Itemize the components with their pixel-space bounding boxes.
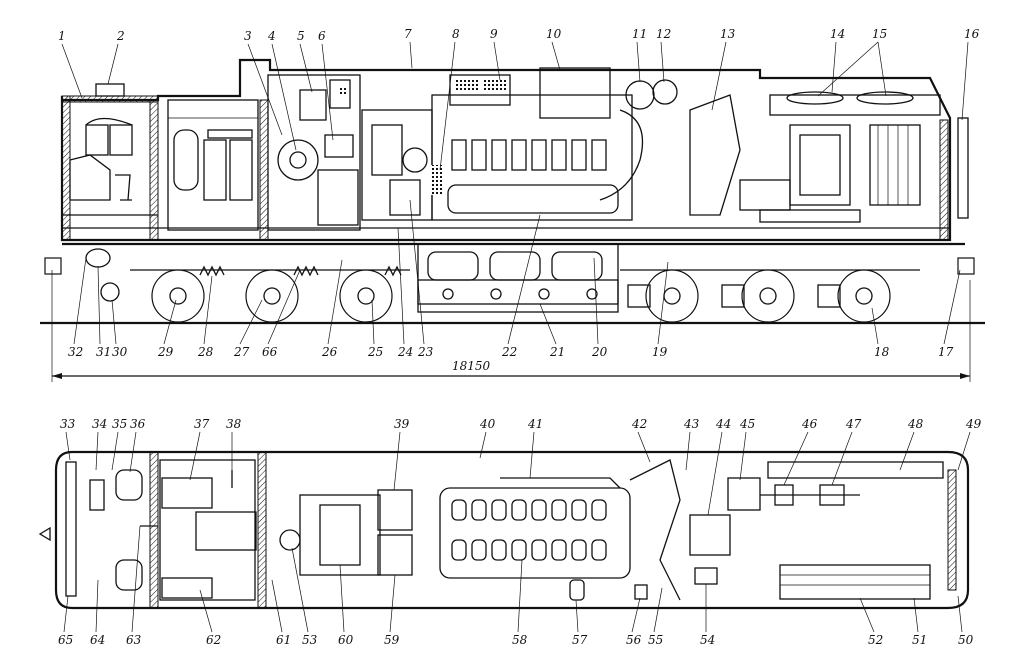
side-bottom-callouts: 32 31 30 29 28 27 66 26 25 24 23 22 21 bbox=[68, 199, 961, 359]
callout-29: 29 bbox=[157, 345, 174, 359]
cylinder-row-lower bbox=[451, 539, 607, 561]
auxiliary-compartment bbox=[267, 74, 361, 231]
callout-42: 42 bbox=[631, 417, 647, 431]
callout-26: 26 bbox=[321, 345, 338, 359]
callout-53: 53 bbox=[302, 633, 318, 647]
front-bogie bbox=[130, 265, 410, 323]
traction-generator bbox=[361, 109, 433, 221]
callout-17: 17 bbox=[938, 345, 954, 359]
callout-51: 51 bbox=[912, 633, 927, 647]
plan-engine bbox=[439, 459, 681, 601]
callout-28: 28 bbox=[197, 345, 214, 359]
callout-43: 43 bbox=[683, 417, 700, 431]
callout-32: 32 bbox=[68, 345, 83, 359]
callout-46: 46 bbox=[801, 417, 818, 431]
callout-13: 13 bbox=[720, 27, 736, 41]
callout-5: 5 bbox=[297, 29, 305, 43]
callout-4: 4 bbox=[267, 29, 276, 43]
callout-45: 45 bbox=[739, 417, 755, 431]
callout-37: 37 bbox=[194, 417, 210, 431]
callout-30: 30 bbox=[112, 345, 128, 359]
callout-2: 2 bbox=[116, 29, 125, 43]
callout-31: 31 bbox=[96, 345, 111, 359]
electrical-cabinet bbox=[167, 99, 259, 231]
cooling-section bbox=[689, 91, 969, 223]
callout-39: 39 bbox=[394, 417, 410, 431]
callout-38: 38 bbox=[226, 417, 242, 431]
callout-58: 58 bbox=[512, 633, 528, 647]
callout-27: 27 bbox=[233, 345, 250, 359]
callout-47: 47 bbox=[845, 417, 862, 431]
callout-61: 61 bbox=[276, 633, 291, 647]
overall-length-dimension: 18150 bbox=[51, 270, 971, 382]
plan-generator bbox=[279, 489, 413, 576]
callout-34: 34 bbox=[92, 417, 107, 431]
plan-view: 33 34 35 36 37 38 39 40 41 42 43 44 45 bbox=[38, 417, 982, 647]
plan-electrical-room bbox=[159, 459, 257, 601]
plan-rear-equipment bbox=[569, 461, 944, 601]
callout-22: 22 bbox=[501, 345, 517, 359]
diesel-engine bbox=[430, 67, 678, 221]
side-view: 18150 1 2 3 4 5 6 7 8 9 10 11 12 bbox=[40, 27, 985, 382]
side-top-callouts: 1 2 3 4 5 6 7 8 9 10 11 12 13 1 bbox=[58, 27, 980, 171]
callout-23: 23 bbox=[417, 345, 434, 359]
callout-18: 18 bbox=[874, 345, 890, 359]
callout-55: 55 bbox=[648, 633, 663, 647]
callout-10: 10 bbox=[546, 27, 562, 41]
callout-65: 65 bbox=[58, 633, 73, 647]
callout-60: 60 bbox=[338, 633, 354, 647]
callout-16: 16 bbox=[964, 27, 980, 41]
callout-12: 12 bbox=[656, 27, 671, 41]
callout-20: 20 bbox=[591, 345, 608, 359]
callout-35: 35 bbox=[112, 417, 127, 431]
callout-52: 52 bbox=[868, 633, 883, 647]
callout-62: 62 bbox=[206, 633, 221, 647]
callout-57: 57 bbox=[572, 633, 588, 647]
callout-66: 66 bbox=[262, 345, 278, 359]
callout-19: 19 bbox=[652, 345, 668, 359]
callout-63: 63 bbox=[126, 633, 142, 647]
callout-41: 41 bbox=[527, 417, 543, 431]
callout-11: 11 bbox=[632, 27, 647, 41]
plan-body bbox=[38, 450, 970, 610]
overall-length-label: 18150 bbox=[452, 359, 491, 373]
callout-9: 9 bbox=[490, 27, 498, 41]
callout-49: 49 bbox=[965, 417, 982, 431]
callout-14: 14 bbox=[830, 27, 845, 41]
callout-44: 44 bbox=[715, 417, 731, 431]
callout-3: 3 bbox=[244, 29, 252, 43]
plan-top-callouts: 33 34 35 36 37 38 39 40 41 42 43 44 45 bbox=[60, 417, 982, 516]
callout-59: 59 bbox=[384, 633, 400, 647]
cylinder-row-upper bbox=[451, 499, 607, 521]
rear-bogie bbox=[620, 269, 920, 323]
plan-bottom-callouts: 65 64 63 62 61 53 60 59 58 57 56 55 54 bbox=[58, 525, 974, 647]
plan-cab bbox=[65, 461, 158, 597]
callout-36: 36 bbox=[130, 417, 146, 431]
callout-54: 54 bbox=[700, 633, 715, 647]
callout-33: 33 bbox=[60, 417, 76, 431]
locomotive-body bbox=[60, 58, 952, 242]
callout-6: 6 bbox=[318, 29, 326, 43]
callout-8: 8 bbox=[452, 27, 460, 41]
callout-56: 56 bbox=[626, 633, 642, 647]
callout-40: 40 bbox=[479, 417, 496, 431]
callout-24: 24 bbox=[397, 345, 413, 359]
callout-1: 1 bbox=[58, 29, 66, 43]
callout-25: 25 bbox=[367, 345, 383, 359]
callout-21: 21 bbox=[549, 345, 565, 359]
callout-64: 64 bbox=[90, 633, 105, 647]
callout-15: 15 bbox=[872, 27, 887, 41]
callout-7: 7 bbox=[404, 27, 412, 41]
callout-48: 48 bbox=[907, 417, 924, 431]
callout-50: 50 bbox=[958, 633, 974, 647]
driver-cab bbox=[69, 83, 133, 201]
